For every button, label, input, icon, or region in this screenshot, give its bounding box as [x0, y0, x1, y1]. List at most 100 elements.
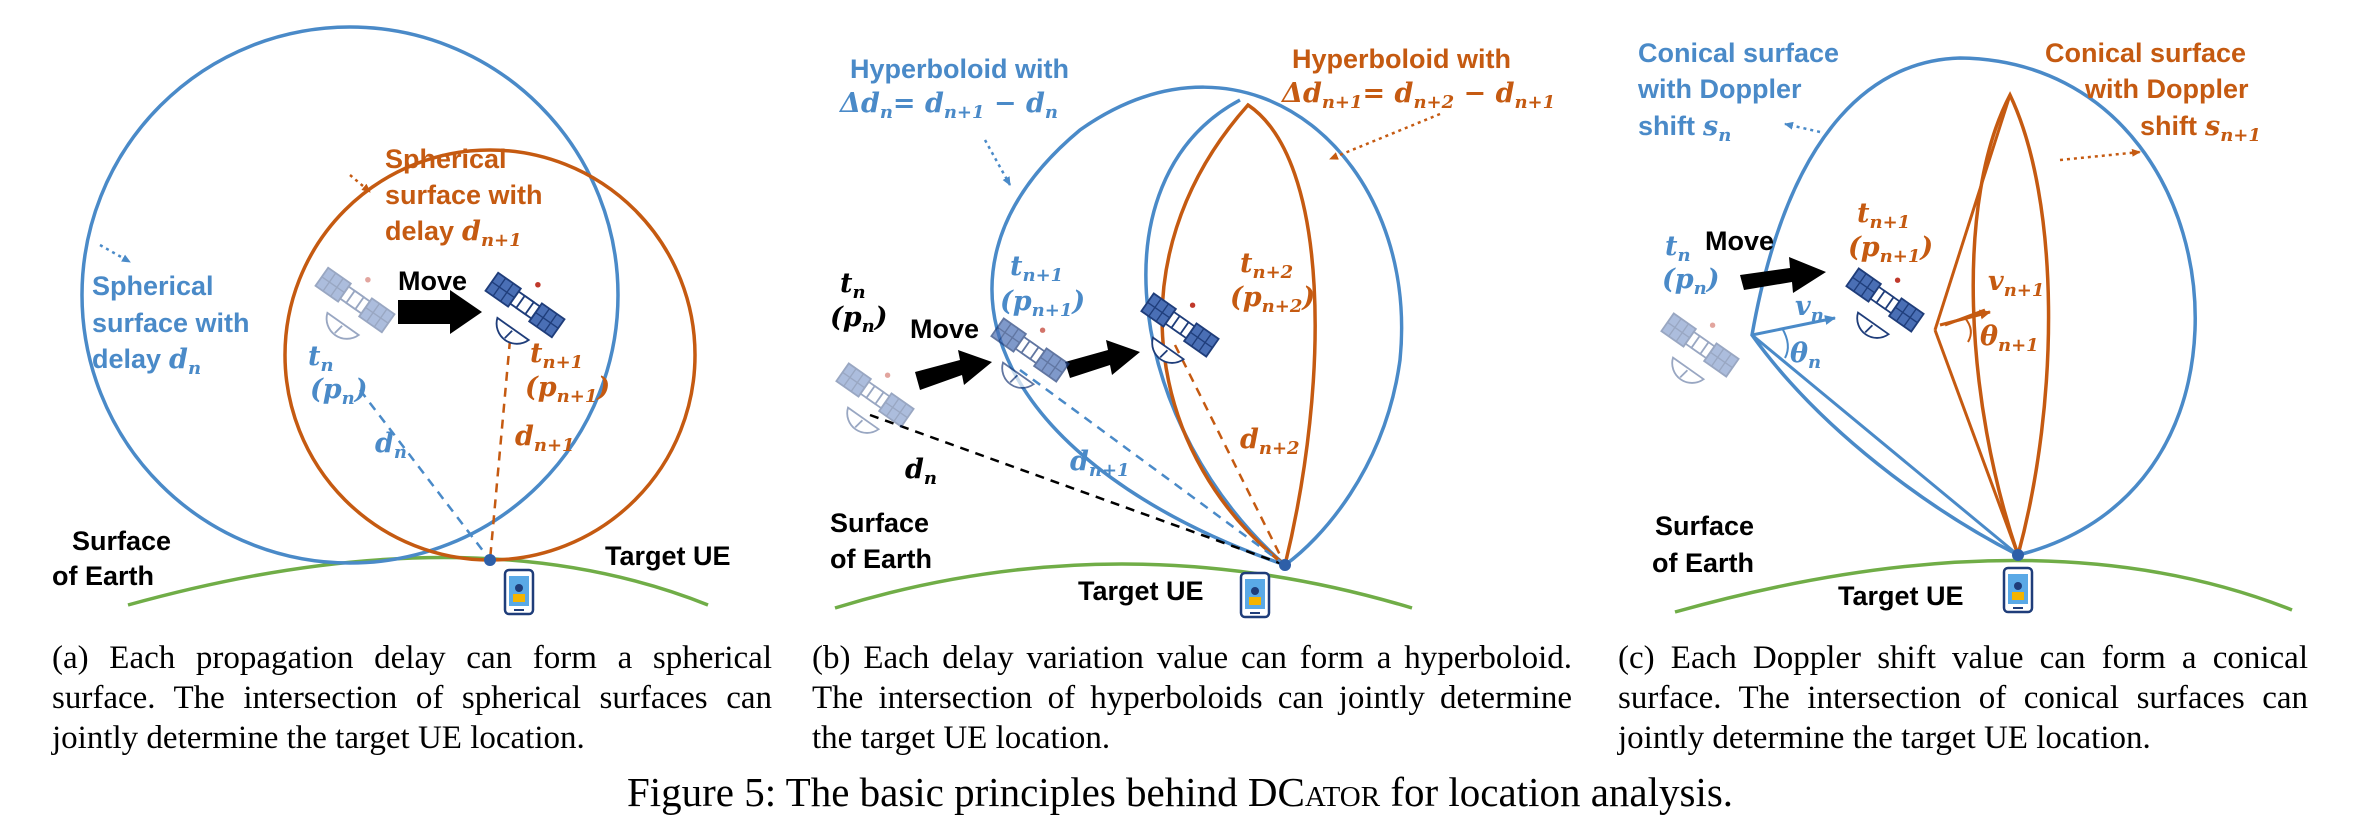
var-v: v — [1795, 291, 1811, 322]
var-p2: (p — [1230, 282, 1262, 313]
move-label-b: Move — [910, 314, 979, 344]
svg-text:Δdn+1= dn+2 − dn+1: Δdn+1= dn+2 − dn+1 — [1280, 78, 1555, 113]
var-d1: d — [515, 421, 534, 452]
svg-text:vn+1: vn+1 — [1988, 266, 2044, 301]
var-p: (p — [830, 302, 862, 333]
var-d2: d — [1240, 424, 1259, 455]
svg-text:tn+1: tn+1 — [1857, 198, 1910, 233]
move-label-a: Move — [398, 266, 467, 296]
var-d2-sub: n+2 — [1259, 438, 1300, 459]
var-theta1-sub: n+1 — [1998, 335, 2039, 356]
svg-text:tn: tn — [1665, 231, 1691, 266]
var-p1-sub: n+1 — [1880, 246, 1921, 267]
earth-label-2: of Earth — [52, 561, 154, 591]
caption-a: (a) Each propagation delay can form a sp… — [52, 638, 772, 758]
svg-text:dn+2: dn+2 — [1240, 424, 1300, 459]
var-minus: − d — [985, 88, 1045, 119]
orange-sphere-label-2: surface with — [385, 180, 543, 210]
var-s-sub: n — [1718, 125, 1731, 146]
svg-text:(pn): (pn) — [1662, 264, 1720, 299]
var-d: d — [169, 344, 188, 375]
var-t: t — [1665, 231, 1678, 262]
caption-c: (c) Each Doppler shift value can form a … — [1618, 638, 2308, 758]
panel-b: Hyperboloid with Δdn= dn+1 − dn Hyperbol… — [830, 44, 1555, 619]
blue-sphere-label-3: delay — [92, 344, 161, 374]
var-t-sub: n — [320, 355, 333, 376]
var-p-close: ) — [353, 374, 368, 405]
svg-text:tn+1: tn+1 — [530, 338, 583, 373]
figure-caption-suffix: for location analysis. — [1380, 769, 1734, 815]
svg-text:Δdn= dn+1 − dn: Δdn= dn+1 − dn — [838, 88, 1058, 123]
var-theta: θ — [1790, 338, 1808, 369]
blue-cone-label-2: with Doppler — [1637, 74, 1802, 104]
var-delta: Δd — [1280, 78, 1322, 109]
move-arrow-a — [398, 290, 482, 334]
svg-text:dn: dn — [375, 428, 407, 463]
figure-caption-name: Cator — [1277, 769, 1381, 815]
orange-cone-label-3: shift — [2140, 111, 2197, 141]
earth-label-2: of Earth — [830, 544, 932, 574]
orange-hyperboloid-b — [1160, 102, 1317, 569]
move-arrow-b2 — [1065, 340, 1140, 378]
blue-hyperboloid-b — [990, 85, 1404, 567]
move-arrow-b1 — [915, 350, 992, 390]
move-label-c: Move — [1705, 226, 1774, 256]
var-p2-close: ) — [1300, 282, 1315, 313]
svg-text:(pn+2): (pn+2) — [1230, 282, 1315, 317]
var-p1-close: ) — [1070, 286, 1085, 317]
earth-label-1: Surface — [72, 526, 171, 556]
var-d1-sub: n+1 — [534, 435, 575, 456]
caption-a-text: (a) Each propagation delay can form a sp… — [52, 640, 772, 756]
var-p2-sub: n+2 — [1262, 296, 1303, 317]
svg-text:surface with: surface with — [92, 308, 250, 338]
var-t1: t — [1010, 251, 1023, 282]
var-p1-close: ) — [1918, 232, 1933, 263]
svg-text:Spherical: Spherical — [385, 144, 507, 174]
var-d-sub: n — [394, 442, 407, 463]
orange-sphere-a — [283, 148, 697, 562]
satellite-icon — [835, 362, 915, 434]
svg-text:(pn): (pn) — [310, 374, 368, 409]
var-p-sub: n — [342, 388, 355, 409]
var-sub: n — [1045, 102, 1058, 123]
orange-cone-label-1: Conical surface — [2045, 38, 2246, 68]
svg-text:θn: θn — [1790, 338, 1821, 373]
svg-text:dn: dn — [905, 454, 937, 489]
target-ue-label: Target UE — [1838, 581, 1964, 611]
earth-label-2: of Earth — [1652, 548, 1754, 578]
svg-text:(pn): (pn) — [830, 302, 888, 337]
satellite-icon — [484, 271, 566, 345]
var-p-sub: n — [1694, 278, 1707, 299]
var-p1-close: ) — [595, 372, 610, 403]
var-p1-sub: n+1 — [1032, 300, 1073, 321]
orange-hyperboloid-label: Hyperboloid with — [1292, 44, 1511, 74]
var-t-sub: n — [852, 282, 865, 303]
svg-text:dn+1: dn+1 — [1070, 446, 1130, 481]
earth-surface-a — [127, 555, 709, 607]
earth-surface-c — [1674, 558, 2293, 614]
var-p: (p — [310, 374, 342, 405]
satellite-icon — [1845, 267, 1925, 339]
svg-text:Spherical: Spherical — [92, 271, 214, 301]
orange-sphere-label-3: delay — [385, 216, 454, 246]
var-sub: n — [880, 102, 893, 123]
var-v1: v — [1988, 266, 2004, 297]
var-t1-sub: n+1 — [1022, 265, 1063, 286]
var-d1-sub: n+1 — [481, 230, 522, 251]
var-t1: t — [1857, 198, 1870, 229]
blue-sphere-label-1: Spherical — [92, 271, 214, 301]
var-s: s — [1702, 111, 1718, 142]
svg-text:dn+1: dn+1 — [515, 421, 575, 456]
var-p: (p — [1662, 264, 1694, 295]
svg-text:(pn+1): (pn+1) — [1000, 286, 1085, 321]
var-sub: n+1 — [944, 102, 985, 123]
satellite-icon — [1660, 312, 1740, 384]
orange-sphere-label-1: Spherical — [385, 144, 507, 174]
var-t2: t — [1240, 248, 1253, 279]
